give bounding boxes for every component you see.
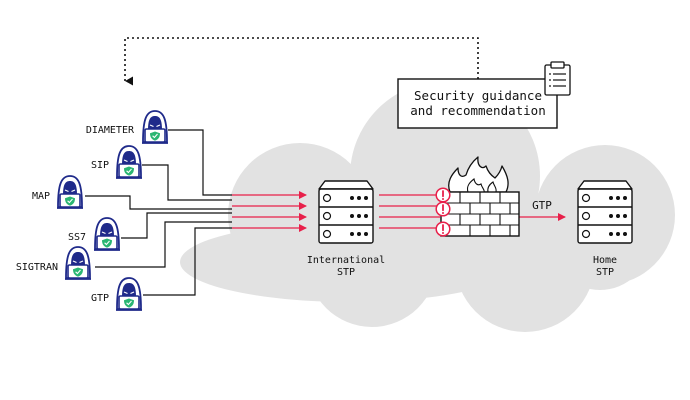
- gtp-link-label: GTP: [532, 199, 552, 212]
- firewall-icon: [440, 156, 520, 237]
- attack-flow-arrows: [232, 191, 566, 232]
- home-stp-label-line2: STP: [596, 267, 614, 278]
- hacker-icon: [115, 277, 143, 311]
- guidance-box: Security guidance and recommendation: [397, 78, 558, 129]
- feedback-dotted-arrow: [124, 37, 479, 86]
- hacker-icon: [141, 110, 169, 144]
- hacker-icon: [64, 246, 92, 280]
- attacker-label: GTP: [91, 293, 109, 304]
- attacker-ss7: SS7: [68, 217, 121, 251]
- attacker-sigtran: SIGTRAN: [16, 246, 92, 280]
- attacker-label: SIGTRAN: [16, 262, 58, 273]
- international-stp-label-line2: STP: [337, 267, 355, 278]
- attacker-map: MAP: [32, 175, 84, 209]
- guidance-line1: Security guidance: [414, 88, 542, 103]
- attacker-gtp: GTP: [91, 277, 143, 311]
- guidance-line2: and recommendation: [410, 103, 545, 118]
- home-stp: Home STP: [577, 180, 633, 278]
- attacker-label: DIAMETER: [86, 125, 135, 136]
- hacker-icon: [115, 145, 143, 179]
- firewall-alerts: [435, 187, 451, 237]
- clipboard-icon: [544, 61, 571, 96]
- international-stp: International STP: [307, 180, 385, 278]
- attacker-sip: SIP: [91, 145, 143, 179]
- hacker-icon: [56, 175, 84, 209]
- attacker-label: SIP: [91, 160, 109, 171]
- home-stp-label-line1: Home: [593, 255, 617, 266]
- hacker-icon: [93, 217, 121, 251]
- attacker-connectors: [85, 129, 232, 296]
- attacker-diameter: DIAMETER: [86, 110, 169, 144]
- international-stp-label-line1: International: [307, 255, 385, 266]
- exclamation-icon: [435, 201, 451, 217]
- exclamation-icon: [435, 187, 451, 203]
- attacker-label: SS7: [68, 232, 86, 243]
- attacker-label: MAP: [32, 191, 50, 202]
- server-icon: [318, 180, 374, 244]
- exclamation-icon: [435, 221, 451, 237]
- server-icon: [577, 180, 633, 244]
